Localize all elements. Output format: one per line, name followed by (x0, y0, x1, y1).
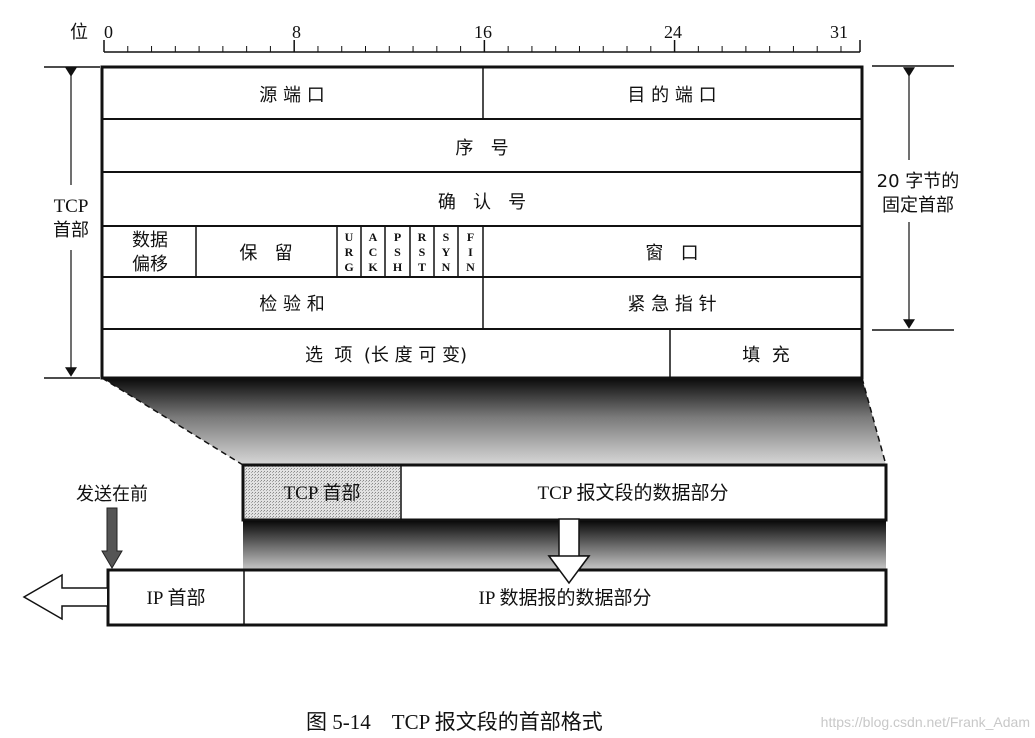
flag-letter: C (369, 245, 378, 259)
flag-letter: F (467, 230, 474, 244)
flag-rst: RST (418, 230, 427, 274)
tcp-segment-header-cell (244, 466, 401, 519)
flag-letter: I (468, 245, 473, 259)
flag-urg: URG (344, 230, 353, 274)
flag-letter: K (368, 260, 378, 274)
funnel-left-edge (101, 377, 244, 466)
fixed-header-span-indicator: 20 字节的 固定首部 (872, 65, 960, 331)
flag-letter: S (394, 245, 401, 259)
field-data-offset-line2: 偏移 (132, 254, 168, 275)
send-first-down-arrow-icon (101, 507, 123, 569)
flag-letter: P (394, 230, 401, 244)
field-window: 窗 口 (645, 243, 698, 264)
tcp-header-table: 源 端 口 目 的 端 口 序 号 确 认 号 数据 偏移 保 留 URGACK… (100, 65, 864, 380)
field-reserved: 保 留 (239, 243, 292, 264)
fixed-header-label-line1: 20 字节的 (877, 171, 960, 192)
figure-caption: 图 5-14 TCP 报文段的首部格式 (306, 710, 603, 734)
bit-ruler: 位 0 8 16 24 31 (70, 22, 861, 53)
flag-letter: S (443, 230, 450, 244)
flag-letter: T (418, 260, 426, 274)
tcp-header-span-indicator: TCP 首部 (44, 66, 100, 379)
flag-psh: PSH (393, 230, 403, 274)
field-urgent-pointer: 紧 急 指 针 (627, 294, 716, 315)
flag-letter: S (419, 245, 426, 259)
ruler-tick-label-0: 0 (104, 22, 113, 42)
flag-letter: R (418, 230, 427, 244)
field-sequence-number: 序 号 (455, 138, 508, 159)
ruler-tick-label-31: 31 (830, 22, 848, 42)
tcp-segment-data-label: TCP 报文段的数据部分 (538, 482, 729, 504)
tcp-segment: TCP 首部 TCP 报文段的数据部分 (241, 463, 888, 522)
field-source-port: 源 端 口 (259, 85, 324, 106)
field-options: 选 项 (长 度 可 变) (305, 345, 467, 366)
ip-data-label: IP 数据报的数据部分 (479, 587, 652, 609)
transmit-direction-left-arrow-icon (22, 573, 107, 621)
field-ack-number: 确 认 号 (438, 192, 526, 213)
ruler-tick-label-8: 8 (292, 22, 301, 42)
watermark: https://blog.csdn.net/Frank_Adam (821, 714, 1030, 730)
tcp-segment-header-label: TCP 首部 (284, 482, 361, 504)
flag-letter: H (393, 260, 403, 274)
flag-letter: N (442, 260, 451, 274)
funnel-right-edge (861, 377, 887, 466)
ip-datagram: IP 首部 IP 数据报的数据部分 (106, 568, 888, 627)
tcp-header-label-line2: 首部 (53, 220, 89, 241)
field-checksum: 检 验 和 (259, 294, 324, 315)
zoom-funnel-shading (102, 378, 886, 465)
ruler-tick-label-24: 24 (664, 22, 682, 42)
send-first-label: 发送在前 (76, 484, 148, 505)
ip-header-label: IP 首部 (147, 587, 206, 609)
flag-fin: FIN (466, 230, 475, 274)
flag-syn: SYN (442, 230, 451, 274)
flag-letter: G (344, 260, 353, 274)
flag-letter: A (369, 230, 378, 244)
field-data-offset-line1: 数据 (132, 230, 168, 251)
flag-letter: N (466, 260, 475, 274)
field-dest-port: 目 的 端 口 (627, 85, 716, 106)
flag-ack: ACK (368, 230, 378, 274)
flag-letter: U (345, 230, 354, 244)
encapsulation-arrow-tip (547, 555, 591, 585)
flag-letter: R (345, 245, 354, 259)
ruler-ticks (103, 40, 861, 52)
ruler-label: 位 (70, 22, 88, 43)
ruler-tick-label-16: 16 (474, 22, 492, 42)
field-padding: 填 充 (742, 345, 789, 366)
fixed-header-label-line2: 固定首部 (882, 195, 954, 216)
tcp-header-label-line1: TCP (54, 196, 89, 217)
flag-letter: Y (442, 245, 451, 259)
